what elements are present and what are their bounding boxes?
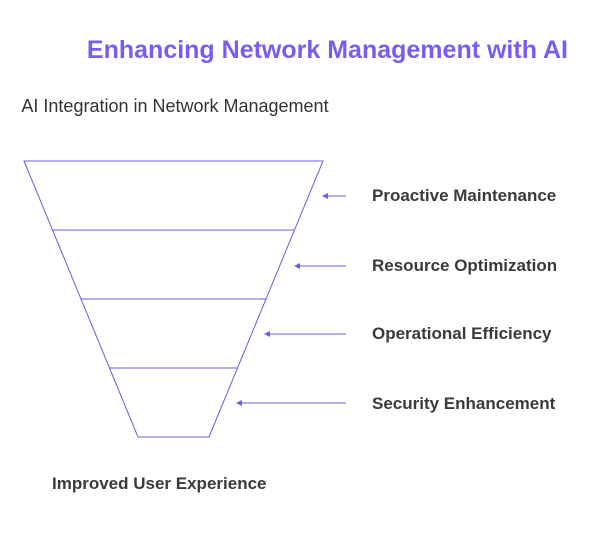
funnel-bottom-label: Improved User Experience — [52, 474, 267, 493]
funnel-top-label: AI Integration in Network Management — [21, 96, 329, 116]
stage-label-resource-optimization: Resource Optimization — [372, 256, 558, 275]
stage-label-proactive-maintenance: Proactive Maintenance — [372, 186, 557, 205]
diagram-title: Enhancing Network Management with AI — [86, 36, 568, 64]
arrow-security-enhancement — [236, 400, 346, 406]
arrow-operational-efficiency — [264, 331, 346, 337]
arrow-proactive-maintenance — [322, 193, 346, 199]
arrow-resource-optimization — [294, 263, 346, 269]
stage-label-operational-efficiency: Operational Efficiency — [372, 324, 552, 343]
stage-label-security-enhancement: Security Enhancement — [372, 394, 556, 413]
funnel-outline — [23, 160, 324, 438]
